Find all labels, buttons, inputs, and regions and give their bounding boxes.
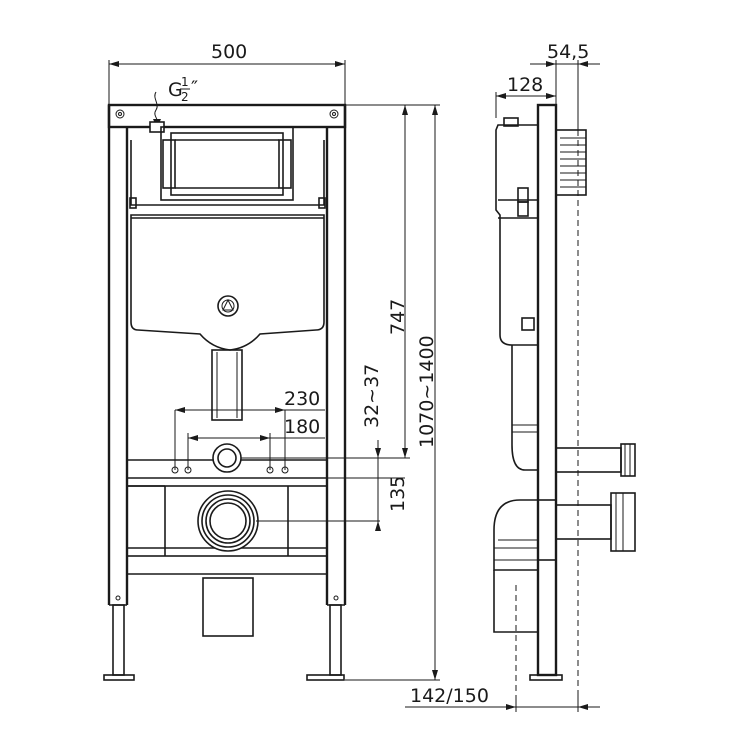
inlet-fraction-den: 2 [181,90,189,104]
spacing-outer-label: 230 [284,388,320,410]
tank-depth-label: 128 [507,74,543,96]
offset-label: 142/150 [410,685,489,707]
flush-pipe [211,349,243,421]
bracket-height-label: 135 [387,476,409,512]
inlet-fraction-num: 1 [181,75,189,89]
inlet-letter: G [168,79,183,101]
frame [103,103,347,681]
front-view: 500 G 1 2 ″ [103,41,440,681]
side-plate [555,129,587,196]
dimension-width: 500 [108,41,346,105]
flush-height-label: 747 [387,299,409,335]
drain-bracket [126,477,380,637]
dimension-135: 135 [375,448,409,531]
crossbar-upper [127,443,380,479]
dimension-180: 180 [187,416,325,470]
inlet-inch-mark: ″ [191,77,198,99]
dimension-128: 128 [495,74,556,118]
cistern [129,121,326,351]
side-view: 128 54,5 [405,41,636,712]
dimension-32-37: 32~37 [360,364,405,479]
total-height-label: 1070~1400 [416,335,438,448]
side-flush-outlet [555,443,636,477]
spacing-inner-label: 180 [284,416,320,438]
dimension-54-5: 54,5 [530,41,600,132]
drain-height-label: 32~37 [361,364,383,428]
side-cistern [495,117,539,471]
side-drain [493,492,636,700]
plate-depth-label: 54,5 [547,41,589,63]
dimension-total: 1070~1400 [345,105,440,681]
dimension-142-150: 142/150 [405,685,600,712]
width-label: 500 [211,41,247,63]
side-frame [529,103,579,690]
inlet-label: G 1 2 ″ [153,75,198,128]
dimension-747: 747 [345,104,440,459]
